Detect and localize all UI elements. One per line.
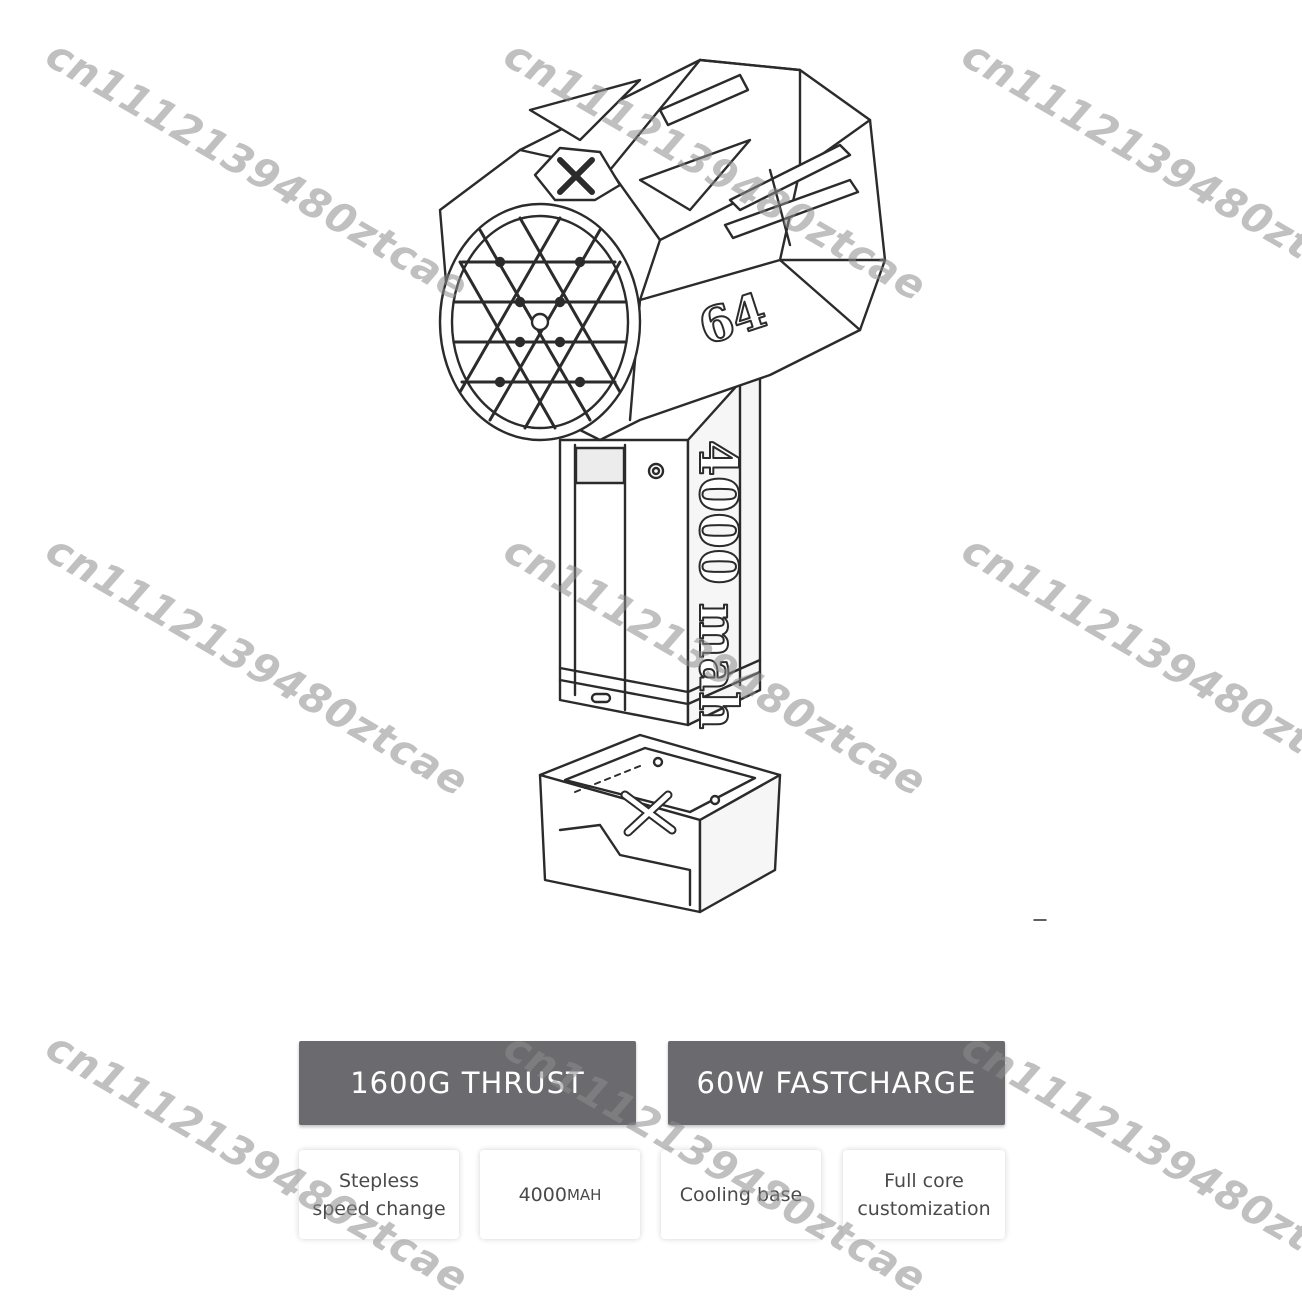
feature-stepless-line2: speed change bbox=[312, 1197, 446, 1220]
feature-cooling: Cooling base bbox=[661, 1150, 821, 1239]
watermark: cn1112139480ztcae bbox=[954, 1022, 1302, 1302]
feature-thrust: 1600G THRUST bbox=[299, 1041, 636, 1125]
jet-fan-illustration: 4000 mah bbox=[438, 58, 1047, 921]
feature-cooling-label: Cooling base bbox=[679, 1183, 803, 1206]
front-grille bbox=[438, 202, 642, 442]
feature-customization-line2: customization bbox=[857, 1197, 991, 1220]
feature-capacity-value: 4000 bbox=[518, 1183, 567, 1206]
cooling-base bbox=[538, 733, 782, 914]
feature-stepless: Stepless speed change bbox=[299, 1150, 459, 1239]
feature-stepless-line1: Stepless bbox=[338, 1169, 420, 1192]
feature-thrust-label: 1600G THRUST bbox=[350, 1066, 585, 1100]
feature-capacity-unit: MAH bbox=[566, 1185, 602, 1204]
feature-customization: Full core customization bbox=[843, 1150, 1005, 1239]
feature-fastcharge-label: 60W FASTCHARGE bbox=[696, 1066, 977, 1100]
handle bbox=[558, 358, 762, 727]
feature-customization-line1: Full core bbox=[884, 1169, 964, 1192]
battery-marking: 4000 mah bbox=[687, 440, 748, 729]
feature-fastcharge: 60W FASTCHARGE bbox=[668, 1041, 1005, 1125]
